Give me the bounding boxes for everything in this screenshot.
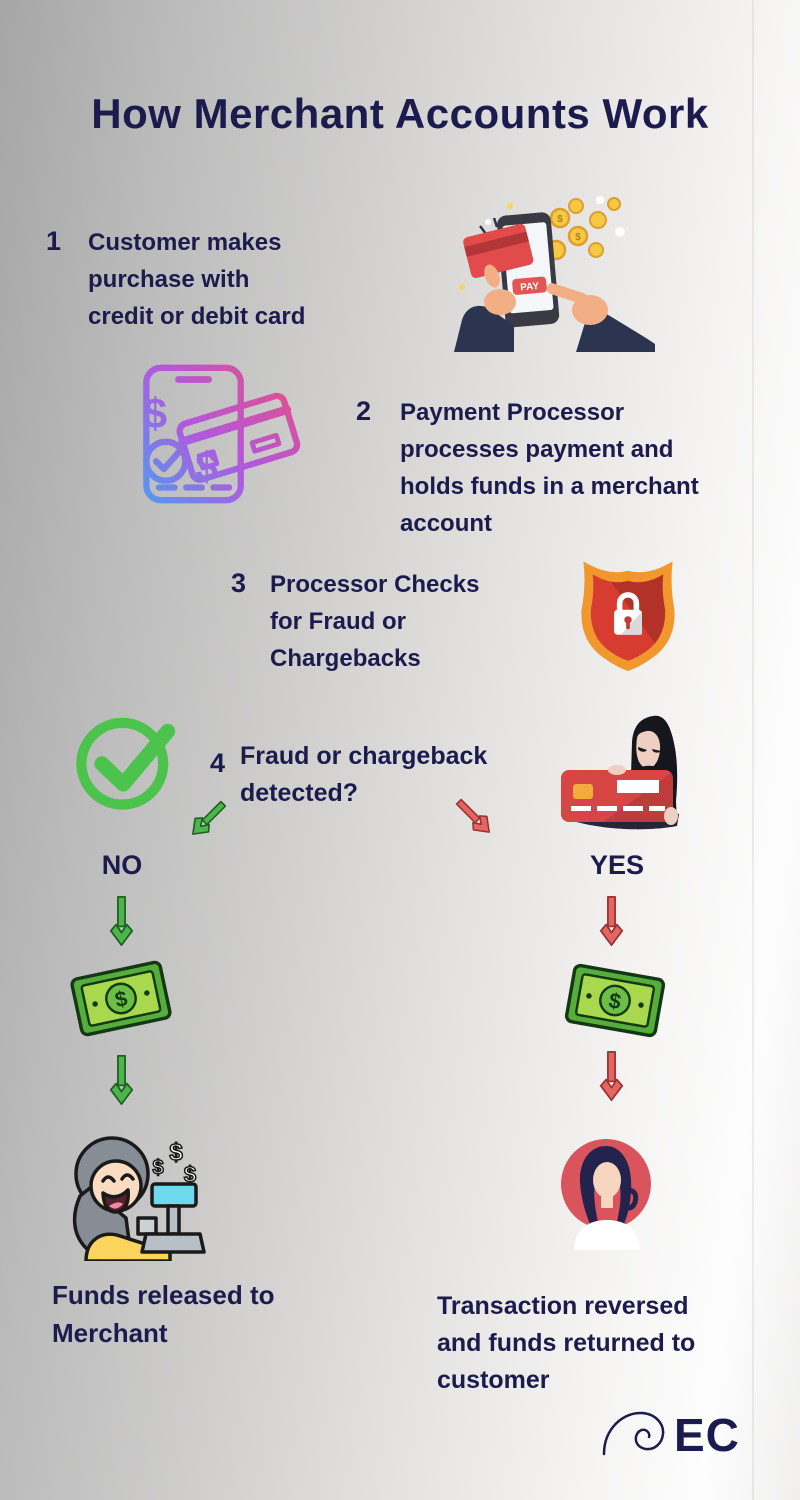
left-sleeve bbox=[454, 305, 514, 352]
step-3-text: Processor Checks for Fraud or Chargeback… bbox=[270, 566, 479, 677]
yes-outcome-text: Transaction reversed and funds returned … bbox=[437, 1288, 695, 1399]
text-line: Chargebacks bbox=[270, 645, 421, 672]
text-line: purchase with bbox=[88, 266, 250, 293]
text-line: account bbox=[400, 510, 493, 537]
hand bbox=[608, 765, 626, 775]
payment-hands-illustration: $ $ $ PAY bbox=[454, 196, 655, 352]
step-1-text: Customer makes purchase with credit or d… bbox=[88, 224, 305, 335]
svg-text:$: $ bbox=[143, 390, 167, 438]
pay-button-label: PAY bbox=[520, 281, 540, 294]
logo-text: EC bbox=[674, 1409, 740, 1461]
smiling-mouth bbox=[101, 1188, 130, 1214]
svg-text:$: $ bbox=[152, 1157, 163, 1179]
down-arrow-green-icon bbox=[109, 1055, 134, 1105]
text-line: Processor Checks bbox=[270, 571, 480, 598]
security-shield-icon bbox=[581, 561, 675, 671]
down-arrow-green-icon bbox=[109, 896, 134, 946]
step-3-number: 3 bbox=[231, 568, 247, 598]
svg-text:$: $ bbox=[195, 444, 218, 490]
hair bbox=[579, 1146, 632, 1224]
svg-text:$: $ bbox=[169, 1139, 183, 1166]
svg-text:$: $ bbox=[184, 1162, 196, 1187]
fraudster-card-illustration bbox=[561, 715, 679, 830]
svg-text:$: $ bbox=[607, 988, 623, 1014]
register-display bbox=[150, 1182, 198, 1208]
text-line: Transaction reversed bbox=[437, 1292, 689, 1320]
phone-card-gradient-icon: $ $ bbox=[143, 364, 301, 504]
merchant-cashier-illustration: $ $ $ bbox=[72, 1136, 206, 1261]
background-seam bbox=[752, 0, 754, 1500]
shoulders bbox=[574, 1220, 640, 1250]
text-line: for Fraud or bbox=[270, 608, 406, 635]
card-chip bbox=[573, 784, 593, 799]
left-hand bbox=[484, 289, 516, 315]
logo-spiral-icon bbox=[602, 1411, 665, 1456]
text-line: detected? bbox=[240, 779, 359, 807]
customer-avatar-icon bbox=[561, 1139, 651, 1250]
no-outcome-text: Funds released to Merchant bbox=[52, 1276, 275, 1352]
text-line: Funds released to bbox=[52, 1280, 275, 1310]
step-4-text: Fraud or chargeback detected? bbox=[240, 738, 487, 812]
step-4-number: 4 bbox=[210, 748, 226, 778]
text-line: Fraud or chargeback bbox=[240, 742, 488, 770]
credit-card-icon bbox=[463, 223, 534, 279]
cash-register bbox=[140, 1232, 206, 1254]
no-label: NO bbox=[101, 850, 143, 880]
text-line: customer bbox=[437, 1366, 550, 1394]
text-line: and funds returned to bbox=[437, 1329, 696, 1357]
text-line: holds funds in a merchant bbox=[400, 473, 699, 500]
text-line: Payment Processor bbox=[400, 399, 625, 426]
diagonal-arrow-green-icon bbox=[192, 800, 227, 835]
yes-label: YES bbox=[589, 850, 645, 880]
face bbox=[636, 730, 661, 769]
svg-text:$: $ bbox=[113, 986, 130, 1012]
diagonal-arrow-red-icon bbox=[455, 798, 490, 833]
text-line: Merchant bbox=[52, 1318, 168, 1348]
text-line: Customer makes bbox=[88, 229, 282, 256]
svg-text:$: $ bbox=[557, 214, 563, 225]
money-bill-icon: $ bbox=[564, 963, 666, 1038]
step-2-text: Payment Processor processes payment and … bbox=[400, 394, 699, 542]
right-hand bbox=[572, 295, 608, 325]
face bbox=[593, 1162, 621, 1198]
money-bill-icon: $ bbox=[70, 960, 172, 1037]
gold-coins-icon: $ $ $ bbox=[527, 197, 625, 261]
lock-icon bbox=[614, 592, 642, 635]
step-2-number: 2 bbox=[356, 396, 372, 426]
pointing-finger bbox=[546, 283, 588, 304]
text-line: processes payment and bbox=[400, 436, 674, 463]
pay-button bbox=[512, 276, 547, 295]
page-title: How Merchant Accounts Work bbox=[91, 90, 709, 137]
text-line: credit or debit card bbox=[88, 303, 306, 330]
hand bbox=[664, 807, 678, 825]
svg-text:$: $ bbox=[575, 232, 581, 243]
check-circle-icon bbox=[76, 717, 176, 810]
step-1-number: 1 bbox=[46, 226, 62, 256]
down-arrow-red-icon bbox=[599, 1051, 624, 1101]
down-arrow-red-icon bbox=[599, 896, 624, 946]
